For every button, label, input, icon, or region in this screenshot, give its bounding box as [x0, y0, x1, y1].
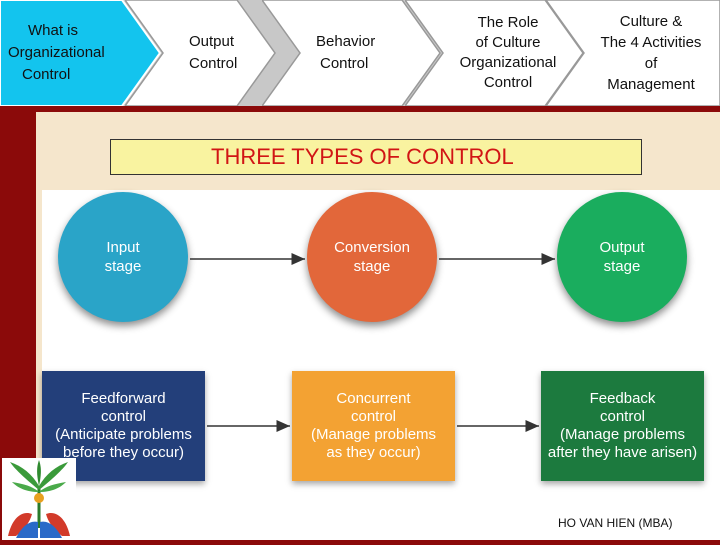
control-label: control: [599, 408, 646, 425]
nav-tab-line: Control: [320, 55, 369, 72]
control-label: as they occur): [326, 444, 421, 461]
nav-tab-role-of-culture[interactable]: The Role of Culture Organizational Contr…: [405, 0, 585, 106]
nav-tab-what-is-control[interactable]: What is Organizational Control: [0, 0, 165, 106]
slide-title: THREE TYPES OF CONTROL: [110, 139, 642, 175]
control-label: control: [350, 408, 397, 425]
nav-tab-output-control[interactable]: Output Control: [125, 0, 280, 106]
nav-tab-line: Control: [189, 55, 238, 72]
nav-tab-behavior-control[interactable]: Behavior Control: [262, 0, 442, 106]
nav-tab-line: The Role: [477, 14, 539, 31]
nav-tab-line: The 4 Activities: [600, 34, 702, 51]
conversion-stage-circle: Conversion stage: [307, 192, 437, 322]
logo: [2, 458, 76, 540]
nav-tab-line: of: [644, 55, 658, 72]
control-label: before they occur): [63, 444, 184, 461]
stage-label: stage: [603, 258, 641, 275]
nav-tab-line: What is: [28, 22, 79, 39]
feedback-control-box: Feedback control (Manage problems after …: [541, 371, 704, 481]
nav-tab-line: Control: [483, 74, 533, 91]
control-label: Feedforward: [81, 390, 166, 407]
control-label: (Manage problems: [559, 426, 686, 443]
nav-tab-line: Behavior: [316, 33, 376, 50]
input-stage-circle: Input stage: [58, 192, 188, 322]
concurrent-control-box: Concurrent control (Manage problems as t…: [292, 371, 455, 481]
nav-tab-line: Management: [607, 76, 695, 93]
nav-tab-line: Organizational: [459, 54, 557, 71]
stage-label: Input: [106, 239, 140, 256]
nav-tab-line: Control: [22, 66, 71, 83]
stage-label: Conversion: [334, 239, 410, 256]
nav-tab-culture-4-activities[interactable]: Culture & The 4 Activities of Management: [546, 0, 720, 106]
control-label: Feedback: [589, 390, 656, 407]
output-stage-circle: Output stage: [557, 192, 687, 322]
nav-tab-line: of Culture: [475, 34, 541, 51]
stage-label: Output: [599, 239, 645, 256]
author-footer: HO VAN HIEN (MBA): [558, 516, 673, 530]
nav-tab-line: Culture &: [619, 13, 683, 30]
nav-tab-line: Output: [189, 33, 235, 50]
control-label: (Manage problems: [310, 426, 437, 443]
control-label: (Anticipate problems: [55, 426, 192, 443]
top-nav: What is Organizational Control Output Co…: [0, 0, 720, 106]
stage-label: stage: [104, 258, 142, 275]
stage-label: stage: [353, 258, 391, 275]
nav-tab-line: Organizational: [8, 44, 105, 61]
control-label: Concurrent: [336, 390, 411, 407]
control-label: after they have arisen): [547, 444, 698, 461]
control-label: control: [100, 408, 147, 425]
